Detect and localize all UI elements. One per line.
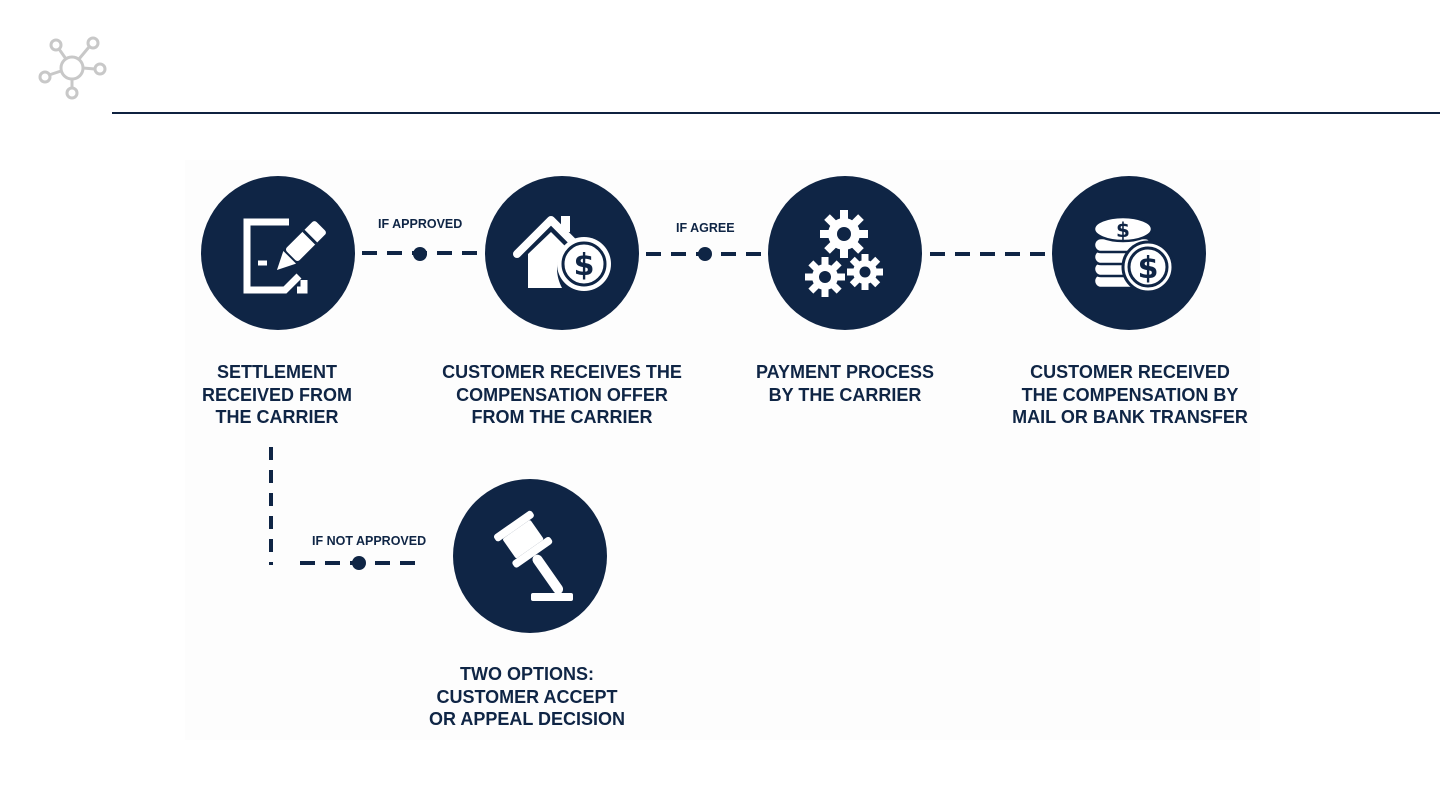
condition-not-approved-label: IF NOT APPROVED	[312, 534, 427, 548]
junction-dot-not-approved	[352, 556, 366, 570]
network-nodes-icon	[38, 36, 107, 100]
step-label-settlement: SETTLEMENT RECEIVED FROM THE CARRIER	[201, 362, 352, 427]
gears-icon	[805, 210, 883, 297]
svg-text:$: $	[574, 248, 595, 283]
coins-dollar-icon: $ $	[1092, 215, 1175, 294]
step-node-options	[453, 479, 607, 633]
header-rule	[112, 112, 1440, 114]
step-node-offer: $	[485, 176, 639, 330]
svg-text:$: $	[1138, 251, 1159, 286]
condition-agree-label: IF AGREE	[676, 221, 735, 235]
document-pen-icon	[243, 218, 326, 294]
house-dollar-icon: $	[513, 216, 611, 291]
step-label-offer: CUSTOMER RECEIVES THE COMPENSATION OFFER…	[442, 362, 682, 427]
step-label-payment: PAYMENT PROCESS BY THE CARRIER	[755, 362, 935, 405]
junction-dot-agree	[698, 247, 712, 261]
step-label-options: TWO OPTIONS: CUSTOMER ACCEPT OR APPEAL D…	[428, 664, 626, 729]
gavel-icon	[493, 510, 573, 601]
junction-dot-approved	[413, 247, 427, 261]
svg-text:$: $	[1116, 218, 1130, 242]
step-node-settlement	[201, 176, 355, 330]
step-label-received: CUSTOMER RECEIVED THE COMPENSATION BY MA…	[1012, 362, 1248, 427]
step-node-payment	[768, 176, 922, 330]
condition-approved-label: IF APPROVED	[378, 217, 463, 231]
step-node-received: $ $	[1052, 176, 1206, 330]
